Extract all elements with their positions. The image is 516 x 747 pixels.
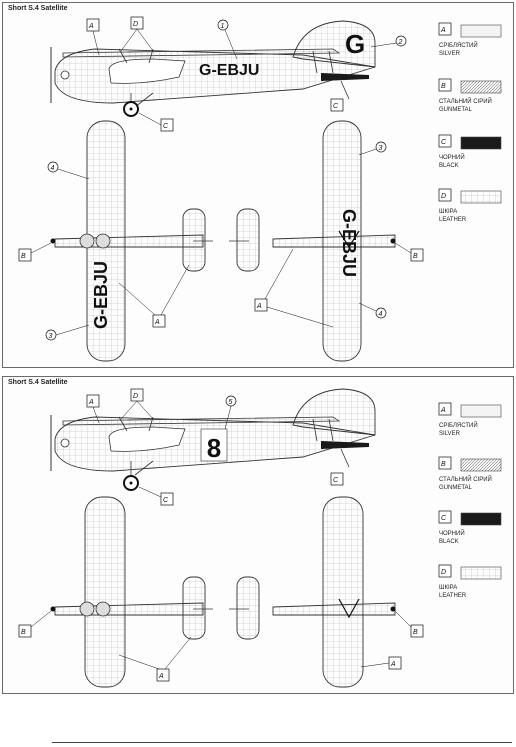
svg-text:СТАЛЬНИЙ СІРИЙ: СТАЛЬНИЙ СІРИЙ [439, 97, 492, 105]
callout-3-right: 3 [358, 141, 387, 156]
svg-text:3: 3 [49, 333, 53, 340]
callout-b-left: B [18, 610, 52, 638]
legend-item-leather: D ШКІРА LEATHER [438, 188, 502, 223]
callout-4-left: 4 [47, 161, 90, 180]
aircraft-drawing-2: 8 A D [18, 388, 502, 688]
svg-text:B: B [441, 83, 446, 90]
legend-item-black: C ЧОРНИЙ BLACK [438, 134, 502, 169]
svg-text:SILVER: SILVER [439, 431, 461, 437]
bottom-view [229, 496, 396, 688]
callout-1: 1 [217, 19, 238, 60]
aircraft-drawing-1: G-EBJU G G-EBJU G-EBJU A [18, 16, 502, 362]
svg-text:A: A [390, 661, 396, 668]
callout-c-side: C [330, 472, 344, 486]
svg-text:4: 4 [51, 165, 55, 172]
callout-b-right: B [394, 610, 424, 638]
legend-item-leather: D ШКІРА LEATHER [438, 564, 502, 599]
color-legend: A СРІБЛЯСТИЙ SILVER B СТАЛЬНИЙ СІРИЙ GUN… [438, 22, 502, 223]
callout-3-left: 3 [45, 324, 90, 341]
svg-text:A: A [256, 303, 262, 310]
svg-text:LEATHER: LEATHER [439, 593, 467, 599]
bottom-view [229, 120, 396, 362]
svg-text:GUNMETAL: GUNMETAL [439, 107, 473, 113]
side-view [50, 20, 376, 117]
callout-d-side: D [120, 388, 154, 420]
svg-text:SILVER: SILVER [439, 51, 461, 57]
svg-text:A: A [440, 407, 446, 414]
legend-item-black: C ЧОРНИЙ BLACK [438, 510, 502, 545]
scheme-panel-2: Short S.4 Satellite [2, 376, 514, 694]
svg-text:A: A [88, 399, 94, 406]
callout-b-left: B [18, 242, 52, 262]
svg-text:A: A [440, 27, 446, 34]
scheme-panel-1: Short S.4 Satellite [2, 2, 514, 368]
race-number: 8 [207, 433, 221, 463]
svg-text:ШКІРА: ШКІРА [439, 585, 457, 591]
svg-text:C: C [163, 123, 169, 130]
svg-text:3: 3 [379, 145, 383, 152]
svg-text:C: C [441, 515, 447, 522]
callout-d-side: D [120, 16, 154, 52]
svg-text:D: D [441, 569, 446, 576]
svg-text:C: C [333, 477, 339, 484]
svg-text:СРІБЛЯСТИЙ: СРІБЛЯСТИЙ [439, 41, 478, 49]
legend-item-gunmetal: B СТАЛЬНИЙ СІРИЙ GUNMETAL [438, 456, 502, 491]
callout-4-right: 4 [358, 302, 387, 319]
svg-text:C: C [163, 497, 169, 504]
svg-text:A: A [154, 319, 160, 326]
top-view [50, 496, 213, 688]
svg-text:A: A [158, 673, 164, 680]
legend-item-gunmetal: B СТАЛЬНИЙ СІРИЙ GUNMETAL [438, 78, 502, 113]
svg-text:BLACK: BLACK [439, 163, 459, 169]
wing-registration-right: G-EBJU [339, 209, 359, 277]
svg-text:BLACK: BLACK [439, 539, 459, 545]
side-view [50, 388, 376, 491]
svg-text:B: B [413, 253, 418, 260]
callout-c-side: C [330, 98, 344, 112]
svg-text:D: D [133, 21, 138, 28]
callout-a-top: A [118, 636, 192, 682]
page-rule [52, 742, 512, 743]
callout-c-wheel: C [138, 486, 174, 506]
callout-a-bottom: A [254, 248, 334, 328]
svg-text:C: C [441, 139, 447, 146]
svg-text:B: B [413, 629, 418, 636]
callout-2: 2 [370, 35, 407, 48]
svg-text:5: 5 [229, 399, 233, 406]
svg-text:B: B [441, 461, 446, 468]
legend-item-silver: A СРІБЛЯСТИЙ SILVER [438, 402, 502, 437]
svg-text:ЧОРНИЙ: ЧОРНИЙ [439, 529, 465, 537]
svg-text:ЧОРНИЙ: ЧОРНИЙ [439, 153, 465, 161]
callout-a-side: A [86, 394, 100, 424]
side-registration: G-EBJU [199, 62, 259, 79]
callout-a-bottom: A [360, 656, 402, 670]
wing-registration-left: G-EBJU [91, 261, 111, 329]
svg-text:D: D [133, 393, 138, 400]
svg-text:СРІБЛЯСТИЙ: СРІБЛЯСТИЙ [439, 421, 478, 429]
svg-text:GUNMETAL: GUNMETAL [439, 485, 473, 491]
svg-text:СТАЛЬНИЙ СІРИЙ: СТАЛЬНИЙ СІРИЙ [439, 475, 492, 483]
svg-text:C: C [333, 103, 339, 110]
legend-item-silver: A СРІБЛЯСТИЙ SILVER [438, 22, 502, 57]
svg-text:ШКІРА: ШКІРА [439, 209, 457, 215]
callout-5: 5 [224, 395, 237, 430]
callout-c-wheel: C [138, 112, 174, 132]
callout-b-right: B [394, 242, 424, 262]
svg-text:1: 1 [221, 23, 225, 30]
color-legend: A СРІБЛЯСТИЙ SILVER B СТАЛЬНИЙ СІРИЙ GUN… [438, 402, 502, 599]
svg-text:LEATHER: LEATHER [439, 217, 467, 223]
top-view [50, 120, 213, 362]
panel-title: Short S.4 Satellite [8, 5, 68, 12]
svg-text:4: 4 [379, 311, 383, 318]
svg-text:D: D [441, 193, 446, 200]
callout-a-side: A [86, 18, 100, 56]
callout-a-top: A [118, 264, 190, 328]
fin-registration: G [345, 29, 365, 59]
svg-text:B: B [21, 629, 26, 636]
svg-text:A: A [88, 23, 94, 30]
panel-title: Short S.4 Satellite [8, 379, 68, 386]
svg-text:B: B [21, 253, 26, 260]
svg-text:2: 2 [398, 39, 403, 46]
